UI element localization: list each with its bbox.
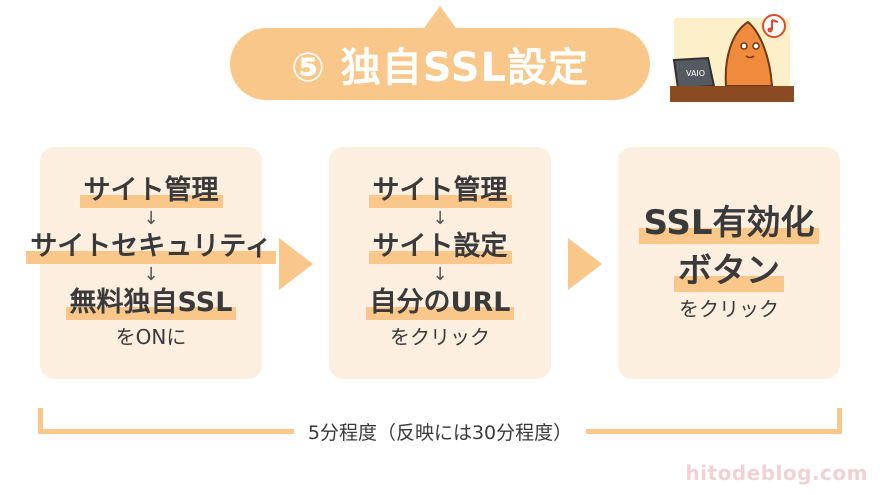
step3-line2: ボタン [674, 250, 784, 292]
down-arrow-icon: ↓ [143, 208, 159, 229]
character-mouth [745, 55, 755, 59]
character-body [724, 20, 774, 87]
duration-label-wrap: 5分程度（反映には30分程度） [0, 418, 880, 445]
laptop-logo: VAIO [686, 69, 705, 78]
character-eye-left [740, 42, 748, 50]
page-title: ⑤ 独自SSL設定 [290, 45, 590, 91]
step2-action: をクリック [390, 325, 490, 349]
step-card-2: サイト管理 ↓ サイト設定 ↓ 自分のURL をクリック [329, 147, 551, 379]
starfish-character-icon: VAIO [670, 14, 794, 102]
music-note-icon [762, 14, 786, 38]
step1-line1: サイト管理 [79, 174, 223, 208]
down-arrow-icon: ↓ [432, 264, 448, 285]
title-banner: ⑤ 独自SSL設定 [230, 28, 650, 100]
step1-action: をONに [115, 325, 187, 349]
step-card-1: サイト管理 ↓ サイトセキュリティ ↓ 無料独自SSL をONに [26, 147, 276, 379]
step1-line2: サイトセキュリティ [26, 230, 276, 264]
step2-line2: サイト設定 [368, 230, 512, 264]
step-card-3: SSL有効化 ボタン をクリック [618, 147, 840, 379]
step1-line3: 無料独自SSL [65, 286, 237, 320]
right-arrow-icon [279, 238, 313, 290]
step3-line1: SSL有効化 [639, 202, 819, 244]
step2-line3: 自分のURL [365, 286, 515, 320]
character-eye-right [752, 42, 760, 50]
step2-line1: サイト管理 [368, 174, 512, 208]
down-arrow-icon: ↓ [143, 264, 159, 285]
step3-action: をクリック [679, 297, 779, 321]
title-notch [424, 6, 456, 28]
desk [670, 86, 794, 102]
duration-label: 5分程度（反映には30分程度） [293, 422, 587, 444]
laptop-icon: VAIO [672, 56, 716, 90]
watermark: hitodeblog.com [685, 461, 868, 485]
right-arrow-icon [568, 238, 602, 290]
down-arrow-icon: ↓ [432, 208, 448, 229]
